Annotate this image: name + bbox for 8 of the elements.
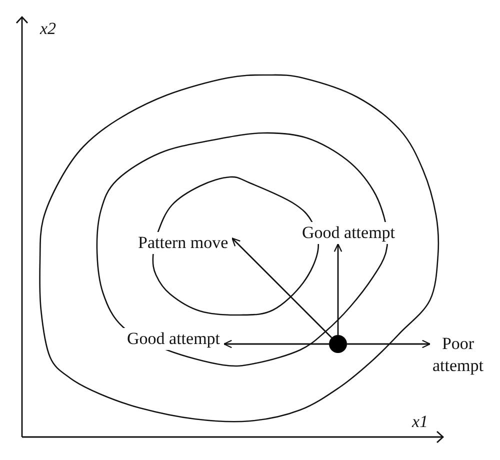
- axis-label: x1: [412, 412, 428, 432]
- arrow: [223, 340, 329, 348]
- axis-label: x2: [40, 19, 56, 39]
- attempt-label: Good attempt: [123, 328, 224, 350]
- arrow: [232, 238, 332, 338]
- arrow: [334, 243, 342, 335]
- arrow: [347, 340, 431, 348]
- current-point-dot: [329, 335, 347, 353]
